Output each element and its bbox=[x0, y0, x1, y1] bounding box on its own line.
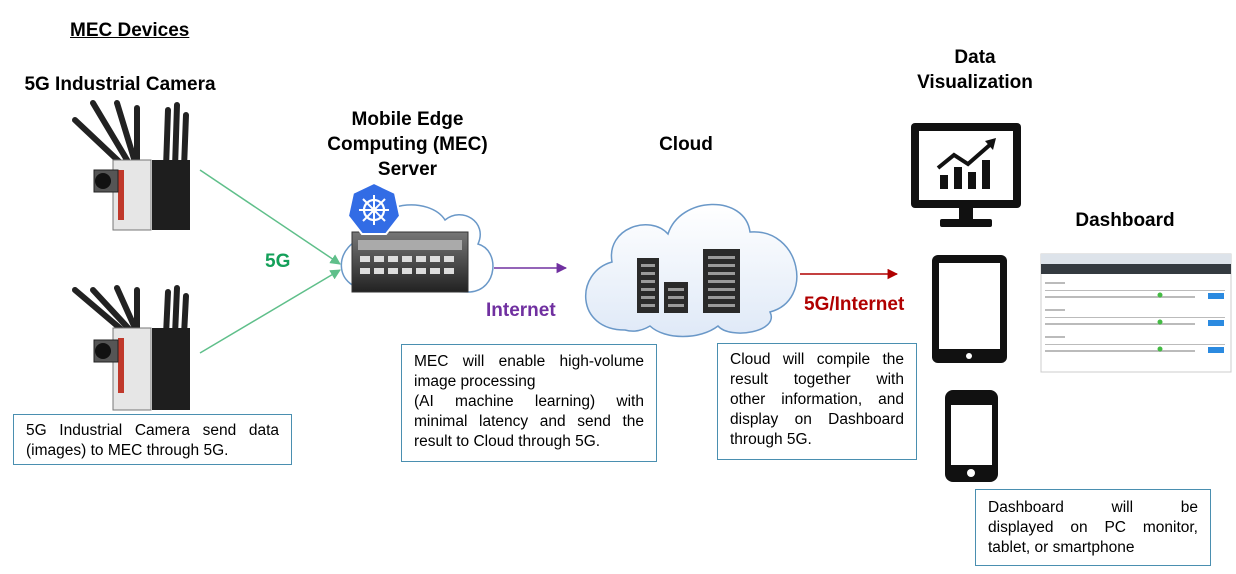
link-5g-arrow bbox=[199, 169, 341, 265]
camera-title: 5G Industrial Camera bbox=[24, 74, 216, 95]
dashboard-title: Dashboard bbox=[1075, 210, 1175, 231]
kubernetes-icon bbox=[346, 181, 402, 235]
tablet-icon bbox=[932, 255, 1007, 363]
camera-device-image bbox=[72, 285, 190, 411]
monitor-chart-icon bbox=[911, 123, 1021, 227]
mec-server-title: Mobile Edge Computing (MEC) Server bbox=[327, 109, 488, 180]
dashboard-description-box: Dashboard will be displayed on PC monito… bbox=[975, 489, 1211, 566]
cloud-title: Cloud bbox=[659, 134, 713, 155]
link-internet-label: Internet bbox=[486, 300, 556, 321]
mec-description-box: MEC will enable high-volume image proces… bbox=[401, 344, 657, 462]
cloud-icon bbox=[584, 203, 798, 338]
dashboard-screenshot bbox=[1040, 253, 1232, 373]
camera-description-box: 5G Industrial Camera send data (images) … bbox=[13, 414, 292, 465]
cloud-description-box: Cloud will compile the result together w… bbox=[717, 343, 917, 460]
smartphone-icon bbox=[945, 390, 998, 482]
link-5g-label: 5G bbox=[265, 251, 291, 272]
link-5g-internet-label: 5G/Internet bbox=[804, 294, 905, 315]
mec-devices-heading: MEC Devices bbox=[70, 20, 190, 41]
link-5g-arrow bbox=[199, 269, 341, 354]
camera-device-image bbox=[72, 100, 190, 231]
data-visualization-title: Data Visualization bbox=[917, 47, 1033, 93]
